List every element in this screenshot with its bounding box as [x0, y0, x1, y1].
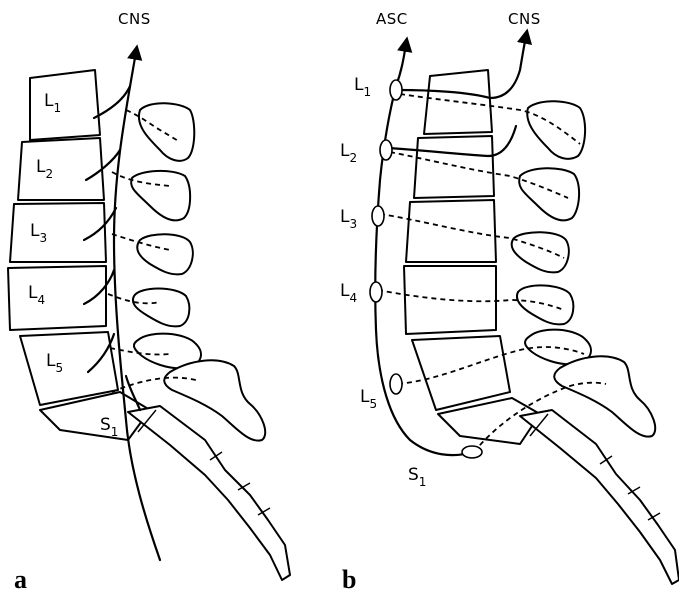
- cns-label-b: CNS: [508, 10, 541, 28]
- posterior-elements-b: [512, 101, 656, 436]
- vertebral-bodies-a: [8, 70, 290, 580]
- panel-a: CNS L1 L2 L3 L4 L5 S1 a: [8, 10, 290, 594]
- ganglion-L3: [372, 206, 384, 226]
- posterior-elements-a: [131, 103, 265, 440]
- vertebral-bodies-b: [404, 70, 679, 584]
- panel-label-a: a: [14, 565, 27, 594]
- level-L3-b: L3: [340, 207, 357, 231]
- level-S1-b: S1: [408, 465, 426, 489]
- level-L2-b: L2: [340, 141, 357, 165]
- ganglion-L2: [380, 140, 392, 160]
- asc-label-b: ASC: [376, 10, 408, 28]
- level-L5-b: L5: [360, 387, 377, 411]
- cns-label-a: CNS: [118, 10, 151, 28]
- panel-b: ASC CNS L1 L2 L3 L4 L5 S1 b: [340, 10, 679, 594]
- ganglion-L4: [370, 282, 382, 302]
- ganglion-L1: [390, 80, 402, 100]
- level-L1-b: L1: [354, 75, 371, 99]
- ganglion-L5: [390, 374, 402, 394]
- level-L4-b: L4: [340, 281, 357, 305]
- panel-label-b: b: [342, 565, 356, 594]
- ganglion-S1: [462, 446, 482, 458]
